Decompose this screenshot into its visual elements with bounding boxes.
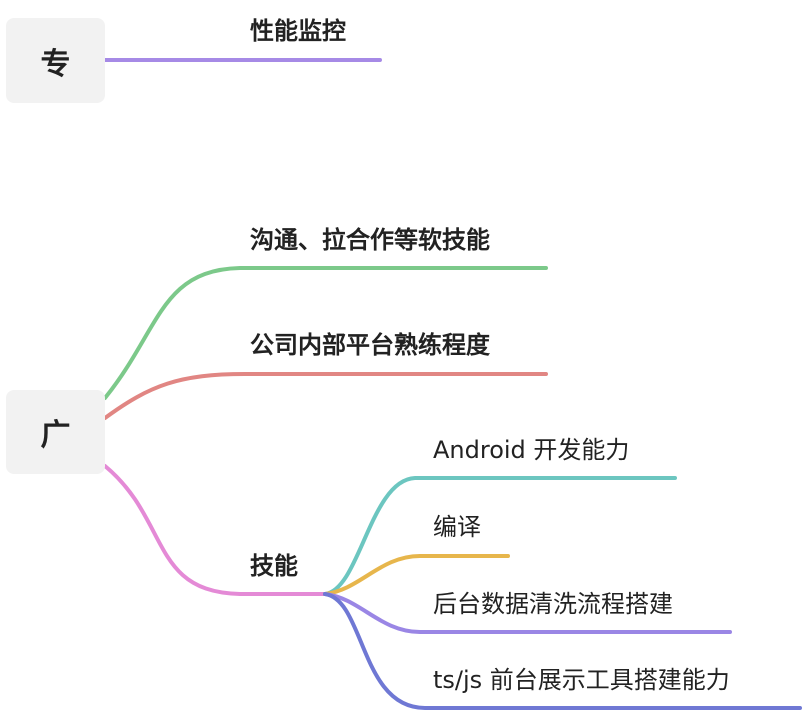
root-label-guang: 广 xyxy=(40,418,71,453)
root-label-zhuan: 专 xyxy=(40,46,71,82)
branch-label-xingneng[interactable]: 性能监控 xyxy=(250,17,346,45)
connector-guang-goutong xyxy=(103,266,548,400)
root-node-zhuan[interactable]: 专 xyxy=(6,18,105,103)
leaf-label-bianyi[interactable]: 编译 xyxy=(433,513,481,541)
branch-label-gongsi[interactable]: 公司内部平台熟练程度 xyxy=(250,331,490,359)
connector-jineng-bianyi xyxy=(323,554,510,596)
branch-label-jineng[interactable]: 技能 xyxy=(250,552,298,580)
connector-guang-jineng xyxy=(103,464,327,596)
connector-jineng-tsjs xyxy=(323,592,802,710)
connector-jineng-android xyxy=(323,476,677,596)
leaf-label-houtai[interactable]: 后台数据清洗流程搭建 xyxy=(433,590,673,618)
root-node-guang[interactable]: 广 xyxy=(6,390,105,474)
connector-jineng-houtai xyxy=(323,592,732,634)
connector-guang-gongsi xyxy=(103,372,548,420)
leaf-label-android[interactable]: Android 开发能力 xyxy=(433,436,630,464)
leaf-label-tsjs[interactable]: ts/js 前台展示工具搭建能力 xyxy=(433,666,730,694)
branch-label-goutong[interactable]: 沟通、拉合作等软技能 xyxy=(250,226,490,254)
